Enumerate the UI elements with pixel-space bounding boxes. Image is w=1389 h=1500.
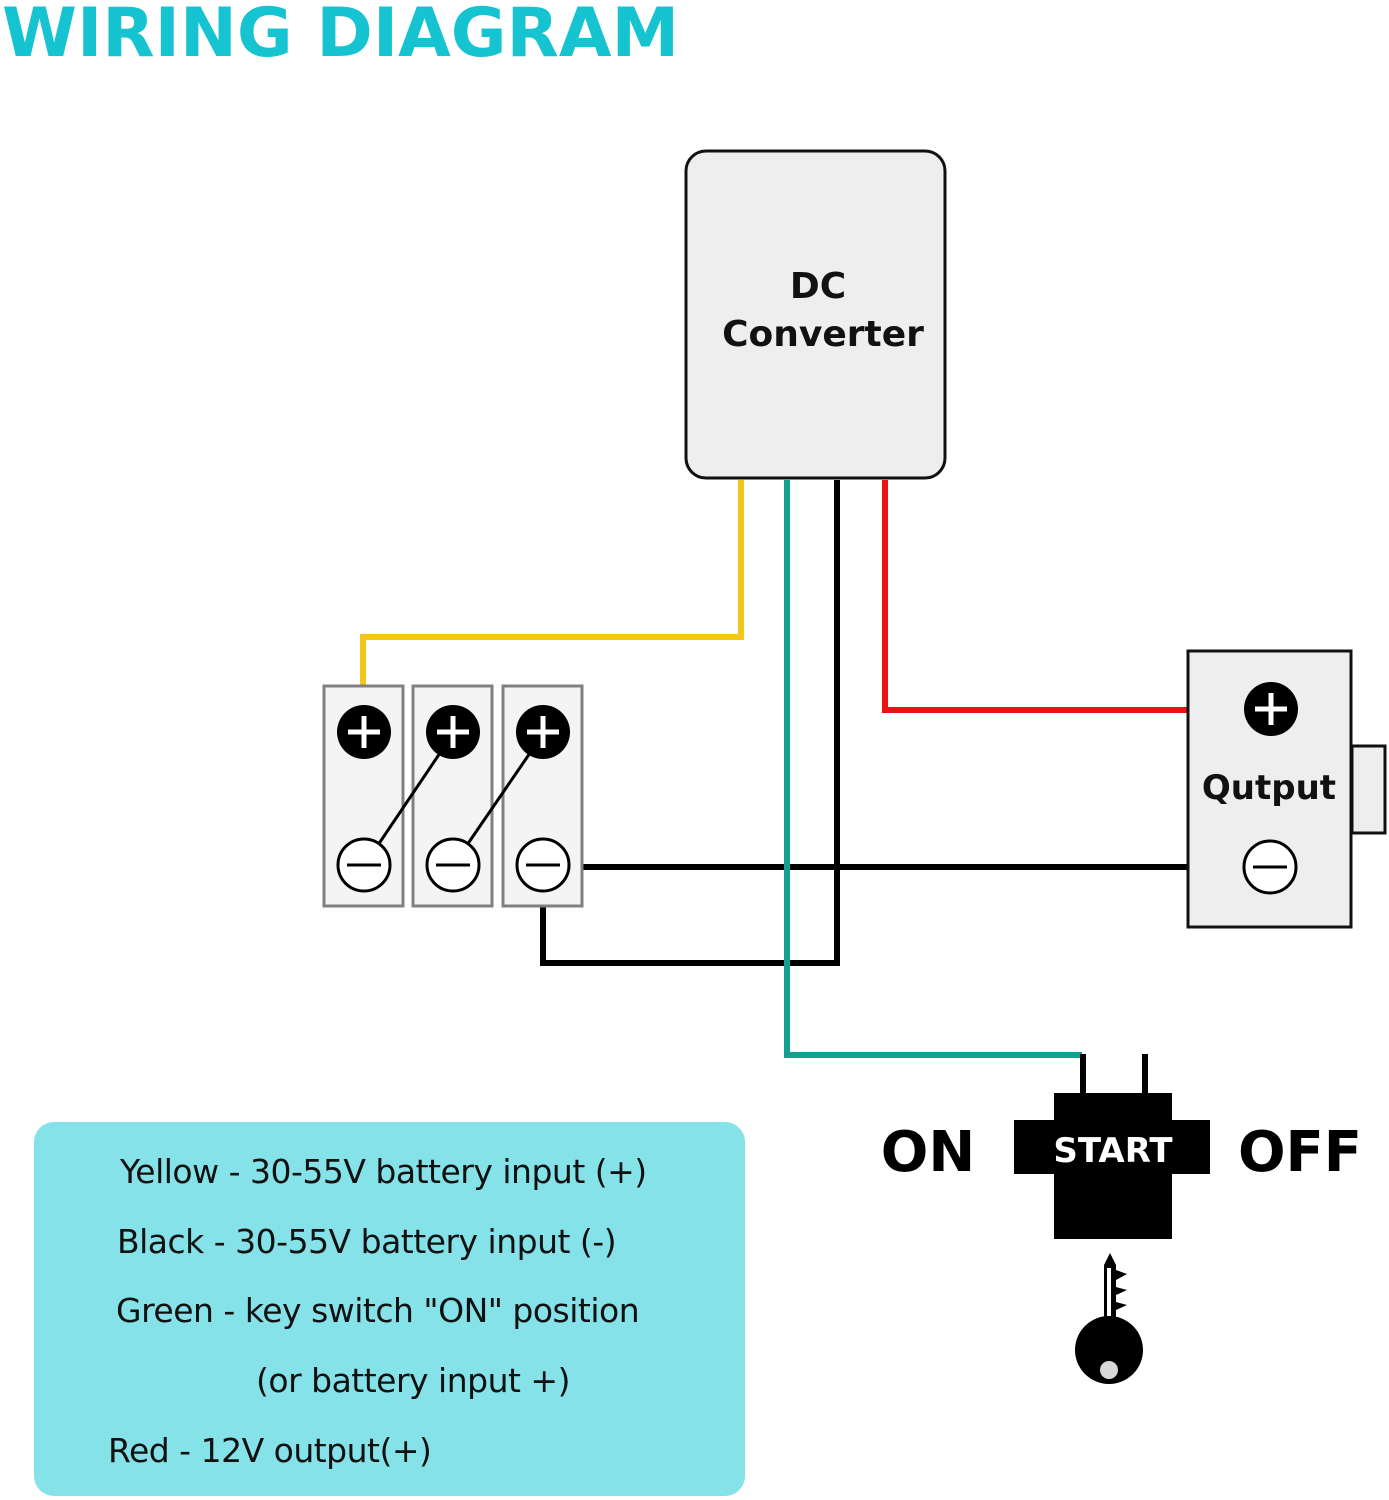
output-label: Qutput xyxy=(1202,768,1336,808)
key-icon xyxy=(1075,1253,1143,1384)
switch-on-label: ON xyxy=(881,1120,975,1185)
jumper-wire-1 xyxy=(376,752,442,846)
black-wire xyxy=(540,480,840,966)
battery-1-negative-icon xyxy=(336,837,392,893)
battery-2-negative-icon xyxy=(425,837,481,893)
legend-green: Green - key switch "ON" position xyxy=(116,1291,640,1330)
diagram-title: WIRING DIAGRAM xyxy=(2,0,680,73)
switch-off-label: OFF xyxy=(1238,1120,1362,1185)
dc-converter-label-line1: DC xyxy=(790,266,846,307)
yellow-wire xyxy=(360,480,744,712)
legend-green-note: (or battery input +) xyxy=(256,1361,570,1400)
key-switch: START ON OFF xyxy=(881,1054,1362,1239)
switch-crossbar xyxy=(1014,1120,1210,1174)
green-wire xyxy=(784,480,1082,1058)
dc-converter-box xyxy=(684,149,947,480)
dc-converter: DC Converter xyxy=(684,149,947,480)
output-device-tab xyxy=(1350,744,1387,835)
battery-2-positive-icon xyxy=(426,705,480,759)
battery-3-positive-icon xyxy=(516,705,570,759)
legend-red: Red - 12V output(+) xyxy=(108,1431,432,1470)
jumper-wire-2 xyxy=(465,752,532,846)
red-wire xyxy=(882,480,1250,713)
legend-black: Black - 30-55V battery input (-) xyxy=(117,1222,617,1261)
legend-yellow: Yellow - 30-55V battery input (+) xyxy=(120,1152,647,1191)
battery-3-negative-icon xyxy=(515,837,571,893)
battery-bank xyxy=(322,684,584,908)
switch-start-label: START xyxy=(1053,1131,1173,1171)
dc-converter-label-line2: Converter xyxy=(722,314,924,355)
legend-box: Yellow - 30-55V battery input (+) Black … xyxy=(34,1122,745,1496)
battery-1-positive-icon xyxy=(337,705,391,759)
output-negative-icon xyxy=(1242,839,1298,895)
output-positive-icon xyxy=(1244,682,1298,736)
output-device: Qutput xyxy=(1186,649,1387,929)
